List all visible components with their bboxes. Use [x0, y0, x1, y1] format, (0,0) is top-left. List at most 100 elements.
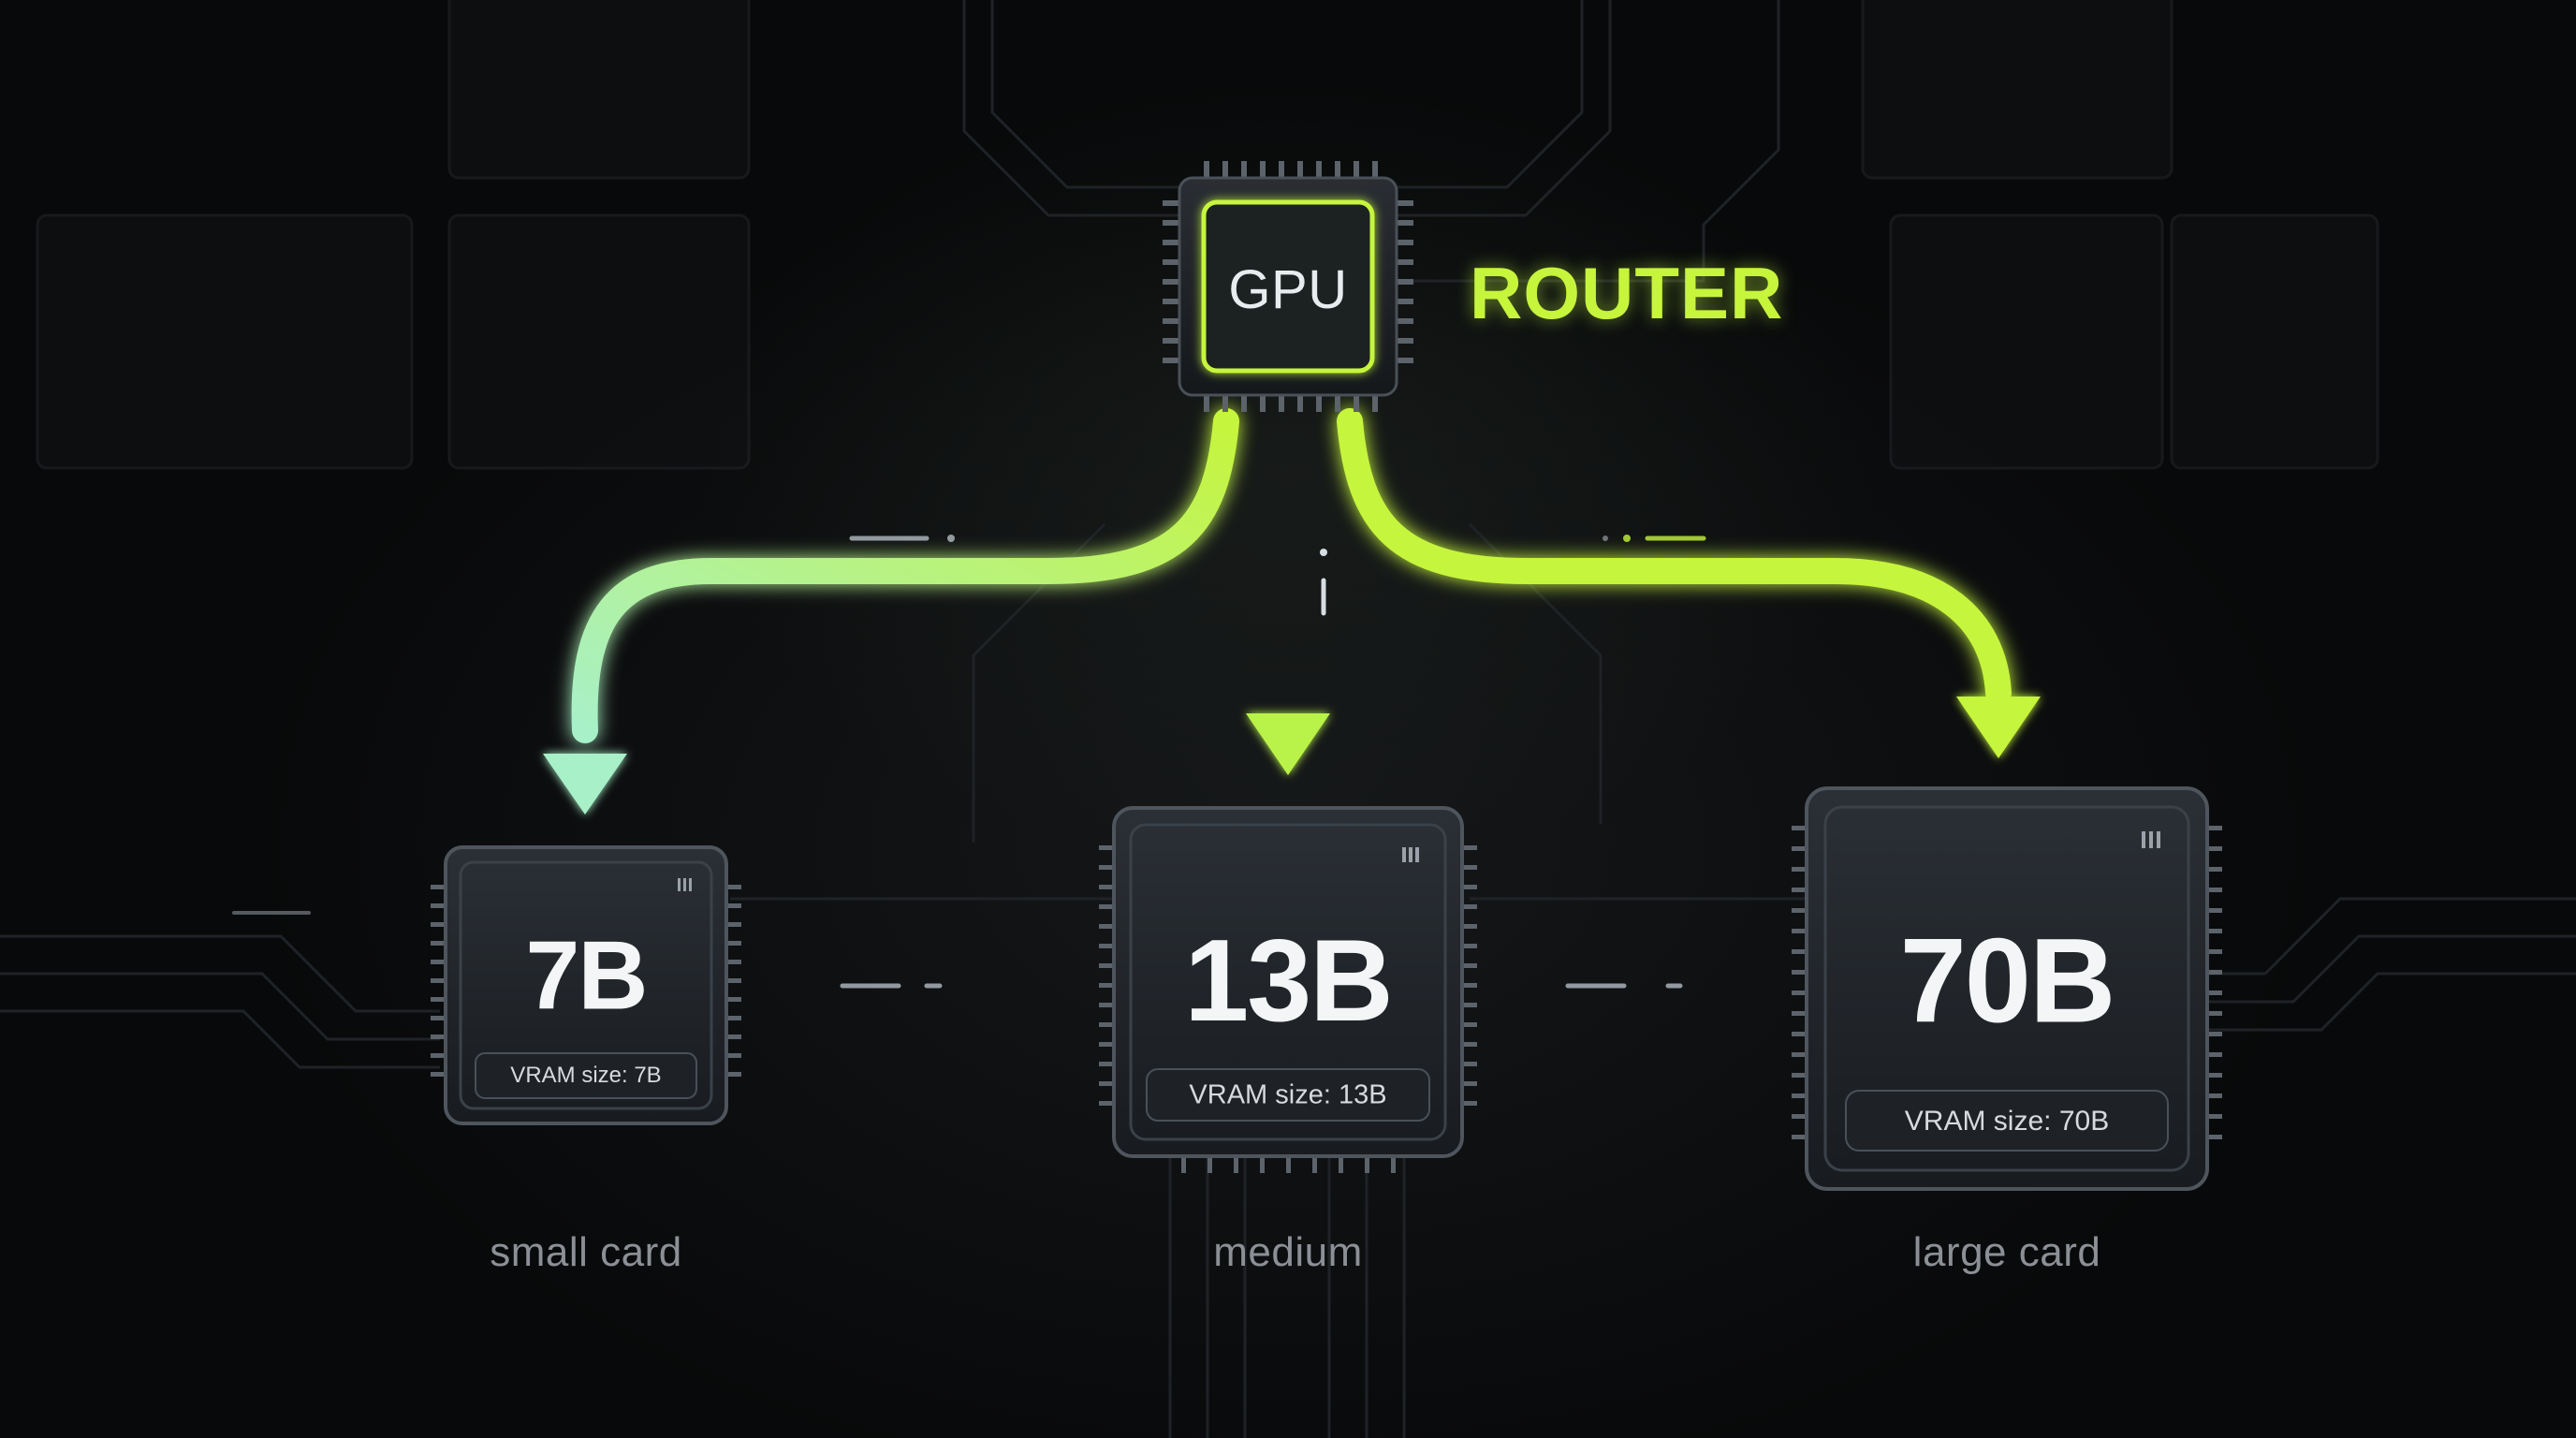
pin: [1163, 299, 1179, 304]
pin: [1792, 867, 1807, 872]
pin: [1462, 1101, 1477, 1106]
gpu-chip-label: GPU: [1228, 259, 1348, 320]
card-pins: [431, 885, 741, 1077]
pin: [1792, 1114, 1807, 1119]
pin: [2207, 1073, 2222, 1078]
pin: [431, 903, 446, 908]
pin: [1099, 1042, 1114, 1047]
pin: [2207, 1032, 2222, 1036]
pin: [726, 941, 741, 946]
bg-chip: [447, 0, 751, 180]
pin: [1462, 885, 1477, 889]
chip-core: [1201, 199, 1375, 374]
pin: [1279, 395, 1284, 412]
pin: [2207, 846, 2222, 851]
pin: [1792, 888, 1807, 892]
pin: [1397, 338, 1413, 344]
pin: [2207, 1114, 2222, 1119]
pin: [1163, 259, 1179, 265]
pin: [726, 903, 741, 908]
card-size-large: 70B: [1899, 914, 2116, 1049]
router-title: ROUTER: [1470, 252, 1784, 334]
pin: [726, 978, 741, 983]
pin: [1792, 970, 1807, 975]
pin: [1792, 990, 1807, 995]
pin: [2207, 970, 2222, 975]
pin: [1462, 983, 1477, 988]
pin: [1099, 904, 1114, 909]
pin: [431, 941, 446, 946]
pin: [1316, 395, 1322, 412]
pin: [1316, 161, 1322, 178]
pin: [1099, 983, 1114, 988]
card-size-small: 7B: [525, 921, 649, 1031]
pin: [1397, 259, 1413, 265]
card-inner-frame: [1129, 823, 1447, 1141]
pin: [1099, 1022, 1114, 1027]
caption-medium: medium: [1213, 1229, 1363, 1275]
pin: [2207, 1135, 2222, 1139]
bg-chip: [1889, 213, 2164, 470]
arrow-to-large-card: [1337, 408, 2012, 706]
card-vram-bar: [1845, 1090, 2169, 1152]
pin: [1462, 963, 1477, 968]
card-inner-frame: [459, 860, 713, 1110]
pin: [1397, 299, 1413, 304]
chip-pins: [1163, 161, 1413, 412]
pin: [1335, 395, 1340, 412]
pin: [2207, 1093, 2222, 1098]
pin: [1792, 1135, 1807, 1139]
bg-chip: [2170, 213, 2379, 470]
pin: [1241, 161, 1247, 178]
pin: [1099, 845, 1114, 850]
pin: [1391, 1156, 1396, 1173]
pin: [1222, 161, 1228, 178]
pin: [1297, 395, 1303, 412]
pin: [1462, 865, 1477, 870]
pin: [1312, 1156, 1317, 1173]
decorative-streaks: [232, 535, 1706, 989]
pin: [1462, 1022, 1477, 1027]
arrowhead-medium: [1246, 713, 1330, 775]
pin: [431, 978, 446, 983]
pin: [1099, 1081, 1114, 1086]
pin: [1222, 395, 1228, 412]
pin: [1099, 1101, 1114, 1106]
background-chips: [36, 0, 2379, 470]
pin: [1397, 318, 1413, 324]
pin: [2207, 949, 2222, 954]
pin: [726, 885, 741, 889]
pin: [431, 960, 446, 964]
pin: [1462, 904, 1477, 909]
pin: [1372, 161, 1378, 178]
card-vram-bar: [475, 1052, 697, 1099]
pin: [1462, 944, 1477, 948]
pin: [2207, 1011, 2222, 1016]
pin: [1297, 161, 1303, 178]
card-menu-icon: [678, 878, 692, 891]
pin: [431, 1016, 446, 1020]
bg-chip: [447, 213, 751, 470]
pin: [1397, 220, 1413, 226]
pin: [431, 997, 446, 1002]
pin: [726, 997, 741, 1002]
pin: [2207, 990, 2222, 995]
pin: [1335, 161, 1340, 178]
pin: [1286, 1156, 1291, 1173]
pin: [1260, 395, 1266, 412]
caption-small: small card: [490, 1229, 682, 1275]
pin: [1372, 395, 1378, 412]
pin: [1234, 1156, 1238, 1173]
card-vram-bar: [1146, 1068, 1430, 1122]
pin: [1163, 338, 1179, 344]
pin: [1792, 908, 1807, 913]
pin: [1260, 1156, 1265, 1173]
pin: [1792, 846, 1807, 851]
pin: [1099, 865, 1114, 870]
pin: [431, 1053, 446, 1058]
pin: [1397, 240, 1413, 245]
pin: [1792, 1032, 1807, 1036]
pin: [1208, 1156, 1212, 1173]
pin: [1792, 1073, 1807, 1078]
